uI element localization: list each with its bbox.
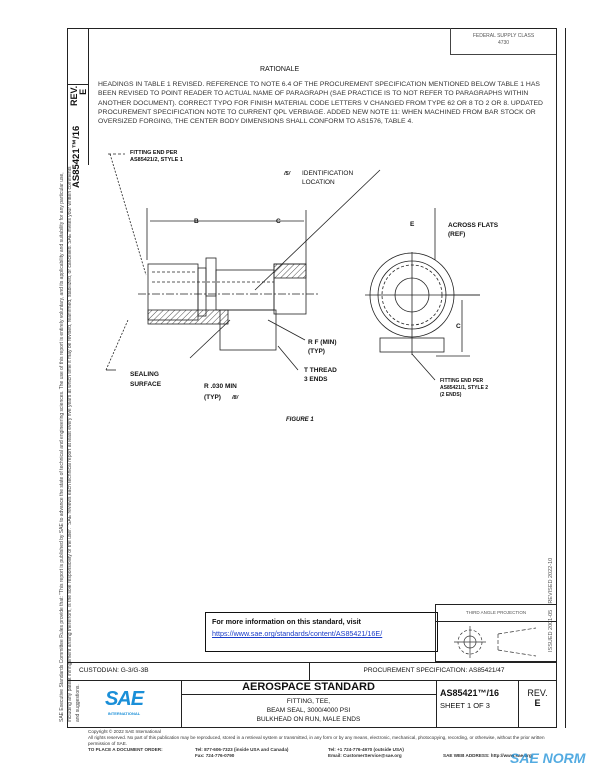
- tel-us: Tel: 877-606-7323 (inside USA and Canada…: [195, 747, 289, 752]
- label-r-typ: (TYP): [204, 394, 221, 401]
- label-rf-typ: (TYP): [308, 348, 325, 355]
- label-fitting-end-2b: AS85421/1, STYLE 2: [440, 385, 488, 391]
- email: Email: CustomerService@sae.org: [328, 753, 402, 758]
- label-r-min: R .030 MIN: [204, 383, 237, 390]
- info-heading: For more information on this standard, v…: [212, 617, 361, 626]
- custodian: CUSTODIAN: G-3/G-3B: [67, 662, 310, 680]
- projection-label: THIRD ANGLE PROJECTION: [436, 605, 556, 622]
- rev-value: E: [534, 698, 541, 708]
- rationale-title: RATIONALE: [260, 66, 300, 73]
- standard-link[interactable]: https://www.sae.org/standards/content/AS…: [212, 629, 383, 638]
- sae-logo: SAE INTERNATIONAL: [67, 680, 182, 728]
- tel-intl: Tel: +1 724-776-4970 (outside USA): [328, 747, 404, 752]
- label-across-flats-ref: (REF): [448, 231, 465, 238]
- label-identification-b: LOCATION: [302, 179, 335, 186]
- disclaimer: SAE Executive Standards Committee Rules …: [59, 166, 81, 722]
- fax: Fax: 724-776-0790: [195, 753, 235, 758]
- watermark: SAE NORM: [510, 750, 586, 766]
- rev-block: REV. E: [518, 680, 556, 728]
- page-border: [67, 28, 557, 728]
- page-border-right: [556, 28, 566, 728]
- rationale-text: HEADINGS IN TABLE 1 REVISED. REFERENCE T…: [98, 81, 543, 126]
- sae-logo-text: SAE: [104, 688, 144, 710]
- figure-caption: FIGURE 1: [286, 417, 314, 423]
- label-fitting-end-2: FITTING END PER: [440, 378, 483, 384]
- label-note-8: /8/: [231, 395, 240, 401]
- label-fitting-end-2c: (2 ENDS): [440, 392, 462, 398]
- projection-box: THIRD ANGLE PROJECTION: [435, 604, 556, 662]
- label-surface: SURFACE: [130, 381, 162, 388]
- fsc-label: FEDERAL SUPPLY CLASS: [472, 33, 535, 39]
- rev-label: REV.: [527, 688, 548, 698]
- sheet-number: SHEET 1 OF 3: [440, 701, 490, 710]
- revised-date: REVISED 2022-10: [548, 557, 554, 604]
- dim-b: B: [194, 218, 199, 225]
- standard-type: AEROSPACE STANDARD: [181, 680, 436, 695]
- info-box: For more information on this standard, v…: [205, 612, 438, 652]
- third-angle-projection-icon: [454, 626, 537, 658]
- title-line-1: FITTING, TEE,: [286, 698, 331, 705]
- fsc-value: 4730: [497, 40, 510, 46]
- label-fitting-end-1b: AS85421/2, STYLE 1: [130, 157, 183, 163]
- label-sealing: SEALING: [130, 371, 159, 378]
- dim-c: C: [276, 218, 281, 225]
- label-fitting-end-1: FITTING END PER: [130, 150, 177, 156]
- footer: Copyright © 2022 SAE International All r…: [88, 729, 563, 761]
- doc-number: AS85421™/16: [440, 688, 500, 698]
- copyright: Copyright © 2022 SAE International: [88, 729, 161, 734]
- label-rf-min: R F (MIN): [308, 339, 337, 346]
- order-label: TO PLACE A DOCUMENT ORDER:: [88, 747, 163, 752]
- side-rev-value: E: [78, 88, 88, 95]
- figure-1-drawing: FITTING END PER AS85421/2, STYLE 1 /5/ I…: [105, 150, 499, 423]
- dim-e: E: [410, 221, 415, 228]
- federal-supply-class: FEDERAL SUPPLY CLASS 4730: [450, 28, 556, 55]
- dim-c-side: C: [456, 323, 461, 330]
- title-line-2: BEAM SEAL, 3000/4000 PSI: [266, 707, 351, 714]
- procurement-spec: PROCUREMENT SPECIFICATION: AS85421/47: [363, 667, 505, 674]
- web-address[interactable]: SAE WEB ADDRESS: http://www.sae.org: [443, 753, 532, 758]
- label-note-5: /5/: [283, 171, 292, 177]
- title-block: AEROSPACE STANDARD FITTING, TEE, BEAM SE…: [181, 680, 437, 728]
- doc-number-block: AS85421™/16 SHEET 1 OF 3: [440, 688, 540, 710]
- title-line-3: BULKHEAD ON RUN, MALE ENDS: [256, 716, 361, 723]
- sae-logo-sub: INTERNATIONAL: [107, 711, 141, 716]
- label-identification: IDENTIFICATION: [302, 170, 353, 177]
- label-across-flats: ACROSS FLATS: [448, 222, 499, 229]
- label-t-thread: T THREAD: [304, 367, 337, 374]
- label-3-ends: 3 ENDS: [304, 376, 328, 383]
- side-tab: REV. E AS85421™/16: [67, 28, 89, 188]
- rights: All rights reserved. No part of this pub…: [88, 735, 545, 746]
